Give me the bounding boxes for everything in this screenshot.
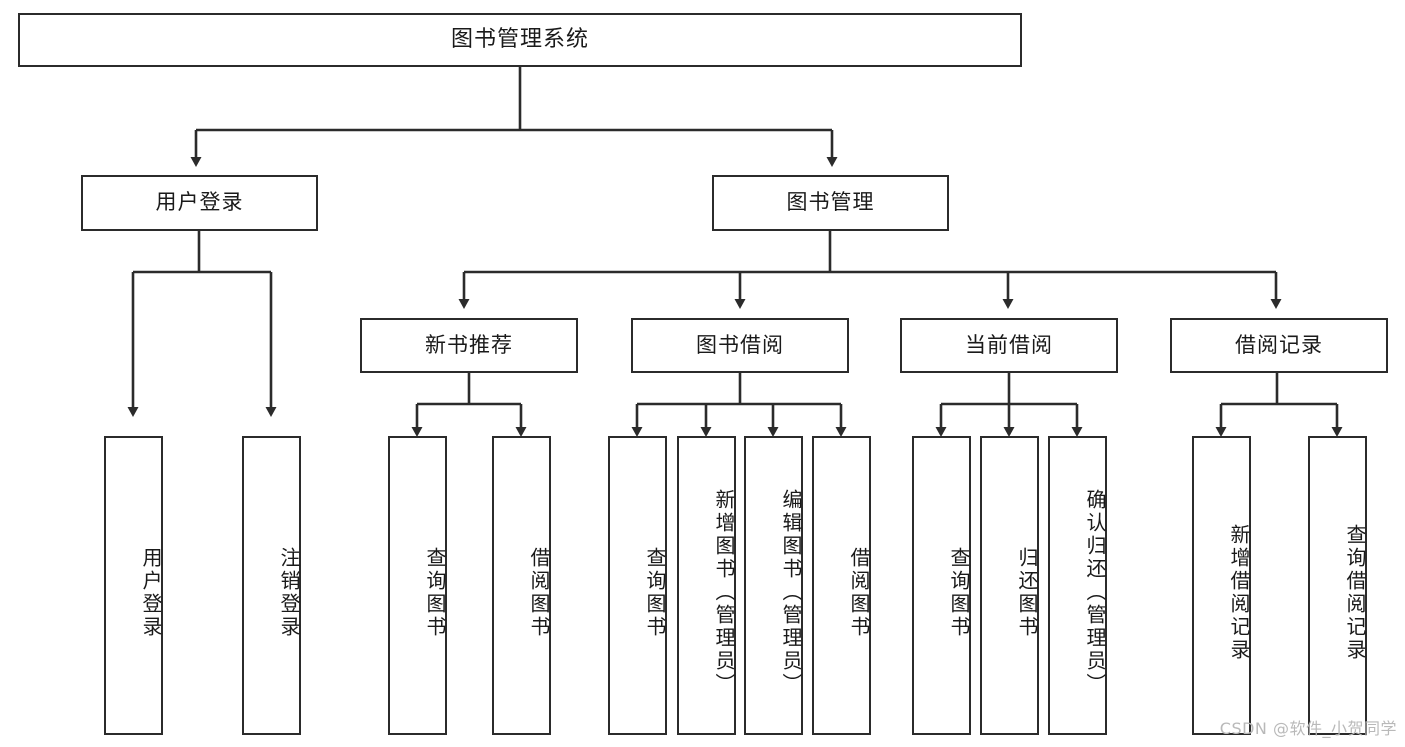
node-label: 编辑图书（管理员）: [779, 489, 803, 696]
node-leaf-user-login[interactable]: 用户登录: [104, 436, 163, 735]
node-label: 借阅图书: [847, 546, 871, 639]
node-label: 查询借阅记录: [1343, 523, 1367, 662]
node-current-borrow[interactable]: 当前借阅: [900, 318, 1118, 373]
node-leaf-borrow-book-1[interactable]: 借阅图书: [492, 436, 551, 735]
node-leaf-add-book[interactable]: 新增图书（管理员）: [677, 436, 736, 735]
node-label: 用户登录: [155, 190, 244, 215]
node-label: 查询图书: [423, 546, 447, 639]
node-leaf-user-logout[interactable]: 注销登录: [242, 436, 301, 735]
node-label: 当前借阅: [965, 332, 1053, 357]
node-leaf-confirm-return[interactable]: 确认归还（管理员）: [1048, 436, 1107, 735]
node-label: 查询图书: [643, 546, 667, 639]
node-leaf-query-record[interactable]: 查询借阅记录: [1308, 436, 1367, 735]
node-book-management[interactable]: 图书管理: [712, 175, 949, 231]
node-label: 新书推荐: [425, 332, 513, 357]
node-new-book-recommend[interactable]: 新书推荐: [360, 318, 578, 373]
node-leaf-query-book-1[interactable]: 查询图书: [388, 436, 447, 735]
node-label: 用户登录: [139, 546, 163, 639]
node-root-system[interactable]: 图书管理系统: [18, 13, 1022, 67]
node-label: 新增图书（管理员）: [712, 489, 736, 696]
node-label: 查询图书: [947, 546, 971, 639]
node-leaf-edit-book[interactable]: 编辑图书（管理员）: [744, 436, 803, 735]
node-leaf-borrow-book-2[interactable]: 借阅图书: [812, 436, 871, 735]
node-label: 注销登录: [277, 546, 301, 639]
node-label: 借阅记录: [1235, 332, 1323, 357]
node-label: 借阅图书: [527, 546, 551, 639]
node-leaf-add-record[interactable]: 新增借阅记录: [1192, 436, 1251, 735]
node-label: 归还图书: [1015, 546, 1039, 639]
node-book-borrow[interactable]: 图书借阅: [631, 318, 849, 373]
node-leaf-return-book[interactable]: 归还图书: [980, 436, 1039, 735]
node-label: 图书借阅: [696, 332, 784, 357]
node-user-login[interactable]: 用户登录: [81, 175, 318, 231]
node-label: 图书管理: [786, 190, 875, 215]
node-borrow-record[interactable]: 借阅记录: [1170, 318, 1388, 373]
node-label: 确认归还（管理员）: [1083, 489, 1107, 696]
node-leaf-query-book-3[interactable]: 查询图书: [912, 436, 971, 735]
node-label: 新增借阅记录: [1227, 523, 1251, 662]
node-label: 图书管理系统: [450, 26, 589, 52]
node-leaf-query-book-2[interactable]: 查询图书: [608, 436, 667, 735]
